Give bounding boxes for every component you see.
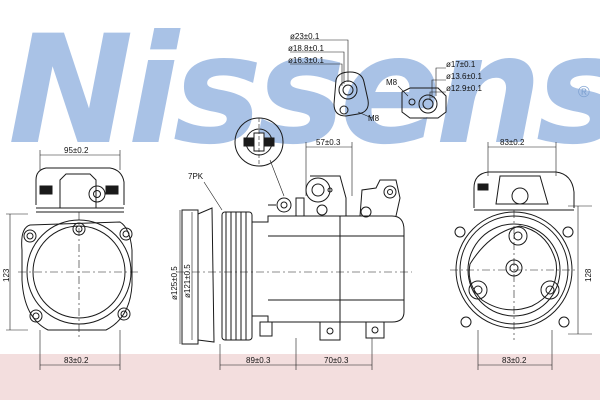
left-fitting-dia-1: ø23±0.1 [290,32,320,41]
dim-body-length-2: 70±0.3 [324,356,349,365]
dim-pulley-inner: ø121±0.5 [183,264,192,298]
connector-detail [234,117,285,197]
dim-rear-width-bottom: 83±0.2 [502,356,527,365]
registered-mark: ® [578,84,590,101]
dim-front-height: 123 [2,268,11,282]
right-fitting-thread: M8 [386,78,398,87]
left-fitting-dia-3: ø16.3±0.1 [288,56,324,65]
dim-rear-width-top: 83±0.2 [500,138,525,147]
front-view [6,150,140,370]
left-fitting-thread: M8 [368,114,380,123]
dim-pulley-outer: ø125±0.5 [170,266,179,300]
fitting-detail-right [397,67,447,119]
side-view [176,142,412,370]
fitting-detail-left [290,39,373,119]
right-fitting-dia-2: ø13.6±0.1 [446,72,482,81]
pulley-label: 7PK [188,172,204,181]
dim-body-length-1: 89±0.3 [246,356,271,365]
rear-view [450,142,592,370]
watermark-band [0,354,600,400]
right-fitting-dia-1: ø17±0.1 [446,60,476,69]
dim-front-width-bottom: 83±0.2 [64,356,89,365]
nissens-watermark: Nissens [8,4,600,178]
dim-front-width-top: 95±0.2 [64,146,89,155]
right-fitting-dia-3: ø12.9±0.1 [446,84,482,93]
dim-port-spacing: 57±0.3 [316,138,341,147]
left-fitting-dia-2: ø18.8±0.1 [288,44,324,53]
dim-rear-height: 128 [584,268,593,282]
